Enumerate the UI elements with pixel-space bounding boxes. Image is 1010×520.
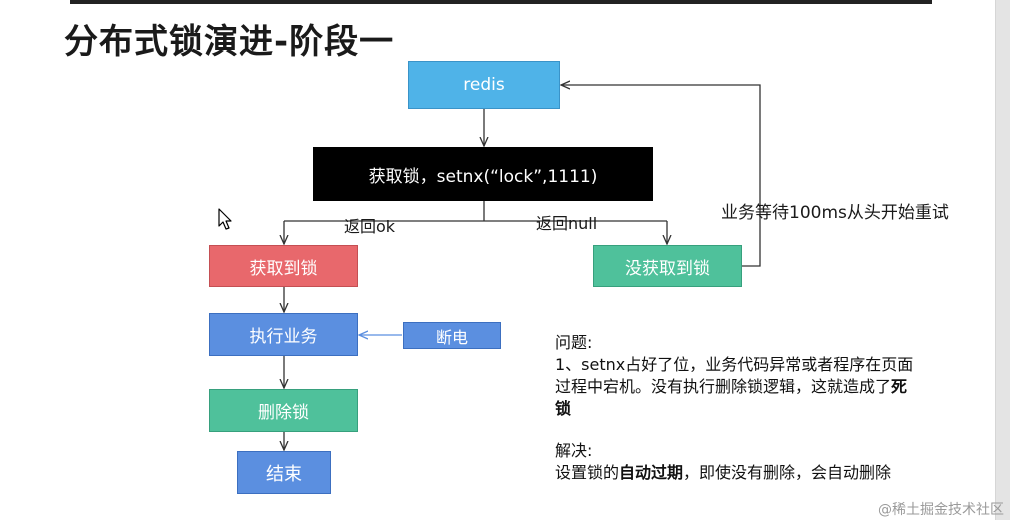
solution-line: 设置锁的自动过期，即使没有删除，会自动删除	[555, 462, 975, 484]
solution-heading: 解决:	[555, 441, 593, 460]
problem-line-2-bold: 死	[891, 377, 908, 396]
lock-not-acquired-node: 没获取到锁	[593, 245, 742, 287]
lock-acquired-node: 获取到锁	[209, 245, 358, 287]
window-edge	[995, 0, 1010, 520]
setnx-node: 获取锁，setnx(“lock”,1111)	[313, 147, 653, 201]
notes-panel: 问题: 1、setnx占好了位，业务代码异常或者程序在页面 过程中宕机。没有执行…	[555, 332, 975, 484]
watermark: @稀土掘金技术社区	[878, 502, 1004, 518]
problem-line-2-text: 过程中宕机。没有执行删除锁逻辑，这就造成了	[555, 377, 892, 396]
top-bar	[70, 0, 932, 4]
power-off-node: 断电	[403, 322, 501, 349]
problem-line-3-bold: 锁	[555, 399, 572, 418]
edge-label-retry: 业务等待100ms从头开始重试	[721, 203, 949, 223]
solution-bold: 自动过期	[619, 463, 684, 482]
execute-business-node: 执行业务	[209, 313, 358, 356]
end-node: 结束	[237, 451, 331, 494]
problem-line-2: 过程中宕机。没有执行删除锁逻辑，这就造成了死	[555, 376, 975, 398]
solution-suffix: ，即使没有删除，会自动删除	[683, 463, 892, 482]
delete-lock-node: 删除锁	[209, 389, 358, 432]
redis-node: redis	[408, 61, 560, 109]
problem-line-3: 锁	[555, 398, 975, 420]
problem-heading: 问题:	[555, 333, 593, 352]
page-title: 分布式锁演进-阶段一	[64, 22, 395, 62]
problem-line-1: 1、setnx占好了位，业务代码异常或者程序在页面	[555, 355, 914, 374]
edge-retry-loop	[561, 85, 761, 267]
edge-label-ok: 返回ok	[344, 217, 396, 236]
solution-prefix: 设置锁的	[555, 463, 620, 482]
mouse-cursor-icon	[218, 208, 232, 230]
edge-label-null: 返回null	[536, 214, 598, 233]
